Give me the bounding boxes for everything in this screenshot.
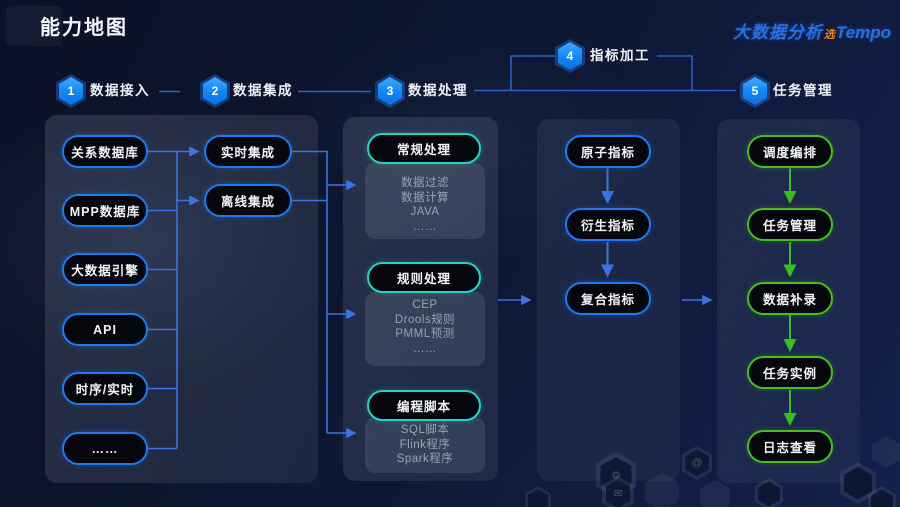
brand-logo: 大数据分析选Tempo [733,18,891,43]
task-pill-data-backfill: 数据补录 [747,282,833,315]
hexagon-decoration [840,462,876,504]
hexagon-decoration [868,486,896,507]
source-pill-bigdata-engine: 大数据引擎 [62,253,148,286]
page-title: 能力地图 [40,17,128,39]
brand-logo-en: Tempo [835,23,891,42]
corner-glow-decoration [6,6,62,46]
stage-1-label: 数据接入 [90,83,150,98]
hexagon-decoration [872,436,900,468]
processing-card-script: SQL脚本 Flink程序 Spark程序 [365,417,485,473]
source-pill-ellipsis: …… [62,432,148,465]
source-pill-timeseries-realtime: 时序/实时 [62,372,148,405]
source-pill-mpp-db: MPP数据库 [62,194,148,227]
processing-pill-script: 编程脚本 [367,390,481,421]
brand-logo-sel: 选 [823,29,835,41]
stage-5-label: 任务管理 [773,83,833,98]
task-pill-scheduling: 调度编排 [747,135,833,168]
processing-pill-rules: 规则处理 [367,262,481,293]
integration-pill-offline: 离线集成 [204,184,292,217]
task-pill-log-view: 日志查看 [747,430,833,463]
processing-card-regular: 数据过滤 数据计算 JAVA …… [365,163,485,239]
brand-logo-cn: 大数据分析 [732,23,823,42]
task-pill-task-instance: 任务实例 [747,356,833,389]
stage-4-label: 指标加工 [590,48,650,63]
stage-2-label: 数据集成 [233,83,293,98]
processing-card-rules: CEP Drools规则 PMML预测 …… [365,292,485,366]
stage-3-label: 数据处理 [408,83,468,98]
indicator-pill-derived: 衍生指标 [565,208,651,241]
processing-pill-regular: 常规处理 [367,133,481,164]
integration-pill-realtime: 实时集成 [204,135,292,168]
source-pill-relational-db: 关系数据库 [62,135,148,168]
source-pill-api: API [62,313,148,346]
panel-data-access-integration [45,115,318,483]
indicator-pill-atomic: 原子指标 [565,135,651,168]
hexagon-decoration [525,486,551,507]
task-pill-task-management: 任务管理 [747,208,833,241]
indicator-pill-composite: 复合指标 [565,282,651,315]
